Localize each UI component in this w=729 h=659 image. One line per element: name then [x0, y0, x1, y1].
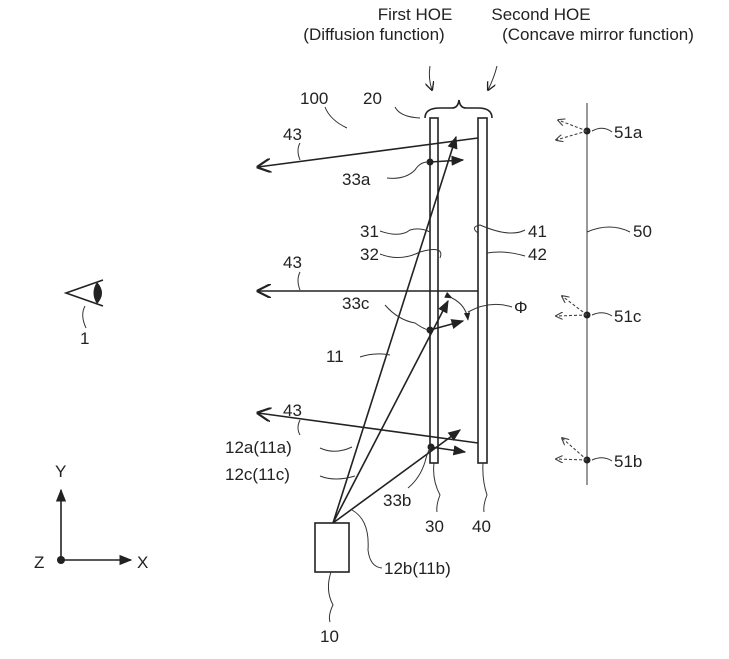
ray-33a-forward — [429, 155, 465, 166]
angle-phi-arc — [444, 291, 471, 321]
combiner-brace — [424, 99, 493, 119]
label-10: 10 — [320, 627, 339, 646]
image-point-51b — [556, 438, 591, 464]
axis-indicator — [55, 488, 133, 566]
ray-12a — [332, 135, 458, 524]
label-11: 11 — [326, 347, 344, 366]
label-40: 40 — [472, 517, 491, 536]
label-51a: 51a — [614, 123, 643, 142]
first-hoe-pointer — [429, 65, 432, 90]
axis-x-label: X — [137, 553, 148, 572]
label-51b: 51b — [614, 452, 642, 471]
image-point-51a — [556, 120, 591, 140]
label-43-middle: 43 — [283, 253, 302, 272]
ray-33b-forward — [430, 445, 467, 456]
label-20: 20 — [363, 89, 382, 108]
second-hoe-subtitle: (Concave mirror function) — [502, 25, 694, 44]
label-31: 31 — [360, 222, 379, 241]
label-33b: 33b — [383, 491, 411, 510]
reflected-ray-43-bottom — [258, 413, 479, 444]
label-30: 30 — [425, 517, 444, 536]
label-12b: 12b(11b) — [384, 559, 451, 578]
label-41: 41 — [528, 222, 547, 241]
label-32: 32 — [360, 245, 379, 264]
label-43-top: 43 — [283, 125, 302, 144]
first-hoe-title: First HOE — [378, 5, 453, 24]
label-12c: 12c(11c) — [225, 465, 290, 484]
ray-33c-forward — [429, 319, 465, 331]
label-12a: 12a(11a) — [225, 438, 292, 457]
second-hoe-pointer — [488, 65, 498, 90]
label-33a: 33a — [342, 170, 371, 189]
label-50: 50 — [633, 222, 652, 241]
first-hoe-subtitle: (Diffusion function) — [303, 25, 444, 44]
projector-box — [314, 522, 350, 573]
label-43-bottom: 43 — [283, 401, 302, 420]
eye-icon — [63, 279, 104, 307]
reflected-ray-43-top — [258, 137, 479, 167]
axis-z-label: Z — [34, 553, 44, 572]
label-51c: 51c — [614, 307, 642, 326]
image-point-51c — [556, 296, 591, 319]
second-hoe-title: Second HOE — [491, 5, 590, 24]
second-hoe-plate — [477, 117, 488, 464]
eye-leader — [82, 305, 87, 329]
label-1: 1 — [80, 329, 89, 348]
label-phi: Φ — [514, 298, 528, 317]
ray-12b — [332, 429, 462, 524]
ray-12c — [332, 299, 449, 524]
label-42: 42 — [528, 245, 547, 264]
label-100: 100 — [300, 89, 328, 108]
label-33c: 33c — [342, 294, 370, 313]
leader-lines — [297, 106, 631, 623]
axis-y-label: Y — [55, 462, 66, 481]
